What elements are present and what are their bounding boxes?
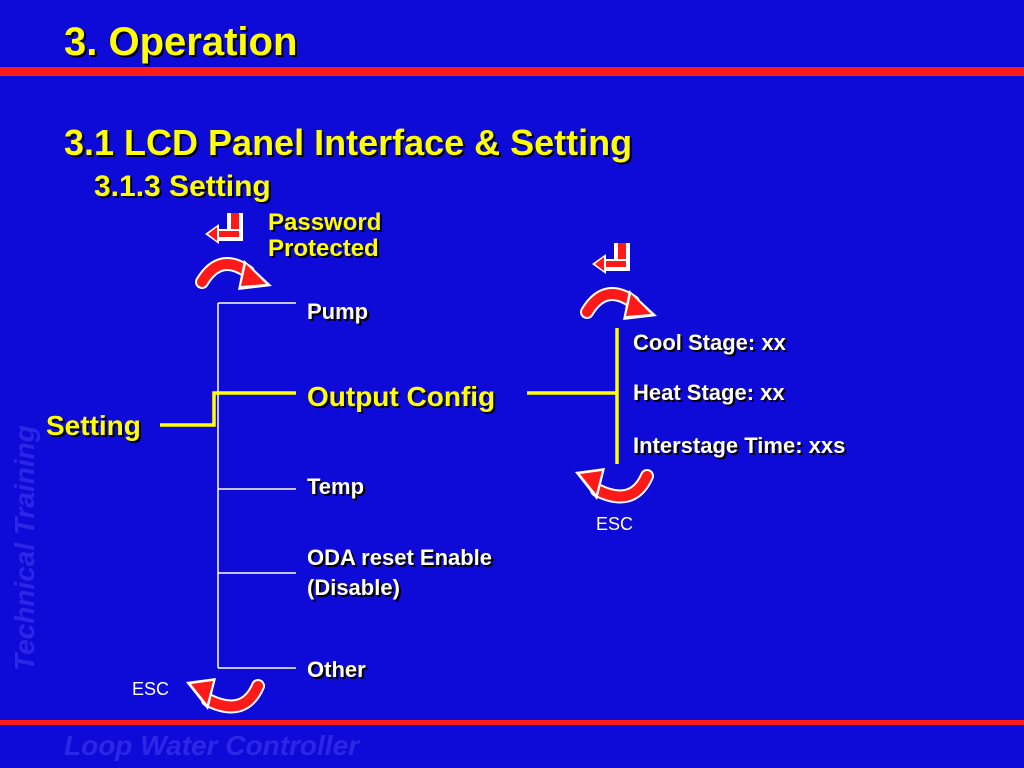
submenu-cool-stage: Cool Stage: xx: [633, 330, 786, 355]
highlight-path-output: [160, 391, 296, 427]
oda-line-2: (Disable): [307, 575, 400, 600]
rotate-back-icon: [575, 468, 654, 504]
footer-divider: [0, 720, 1024, 725]
esc-label-left: ESC: [132, 679, 170, 699]
submenu-heat-stage: Heat Stage: xx: [633, 380, 785, 405]
enter-icon: [592, 243, 630, 274]
esc-label-right: ESC: [596, 514, 634, 534]
page-title: 3. Operation: [64, 20, 298, 64]
protected-line: Protected: [268, 235, 379, 262]
setting-root-label: Setting: [46, 410, 141, 441]
rotate-forward-icon: [580, 287, 657, 320]
submenu-interstage-time: Interstage Time: xxs: [633, 433, 846, 458]
oda-line-1: ODA reset Enable: [307, 545, 493, 570]
section-title: 3.1 LCD Panel Interface & Setting: [64, 122, 633, 163]
menu-item-temp: Temp: [307, 474, 365, 499]
subsection-title: 3.1.3 Setting: [94, 170, 271, 203]
menu-item-pump: Pump: [307, 299, 369, 324]
password-protected-label: Password Protected: [268, 210, 381, 262]
enter-icon: [205, 213, 243, 244]
menu-item-oda-reset: ODA reset Enable (Disable): [307, 543, 492, 603]
bottom-watermark: Loop Water Controller: [64, 730, 360, 761]
rotate-forward-icon: [195, 257, 272, 290]
rotate-back-icon: [186, 678, 265, 714]
menu-item-output-config: Output Config: [307, 381, 496, 412]
header-divider: [0, 67, 1024, 76]
menu-item-other: Other: [307, 657, 366, 682]
password-line: Password: [268, 209, 382, 236]
